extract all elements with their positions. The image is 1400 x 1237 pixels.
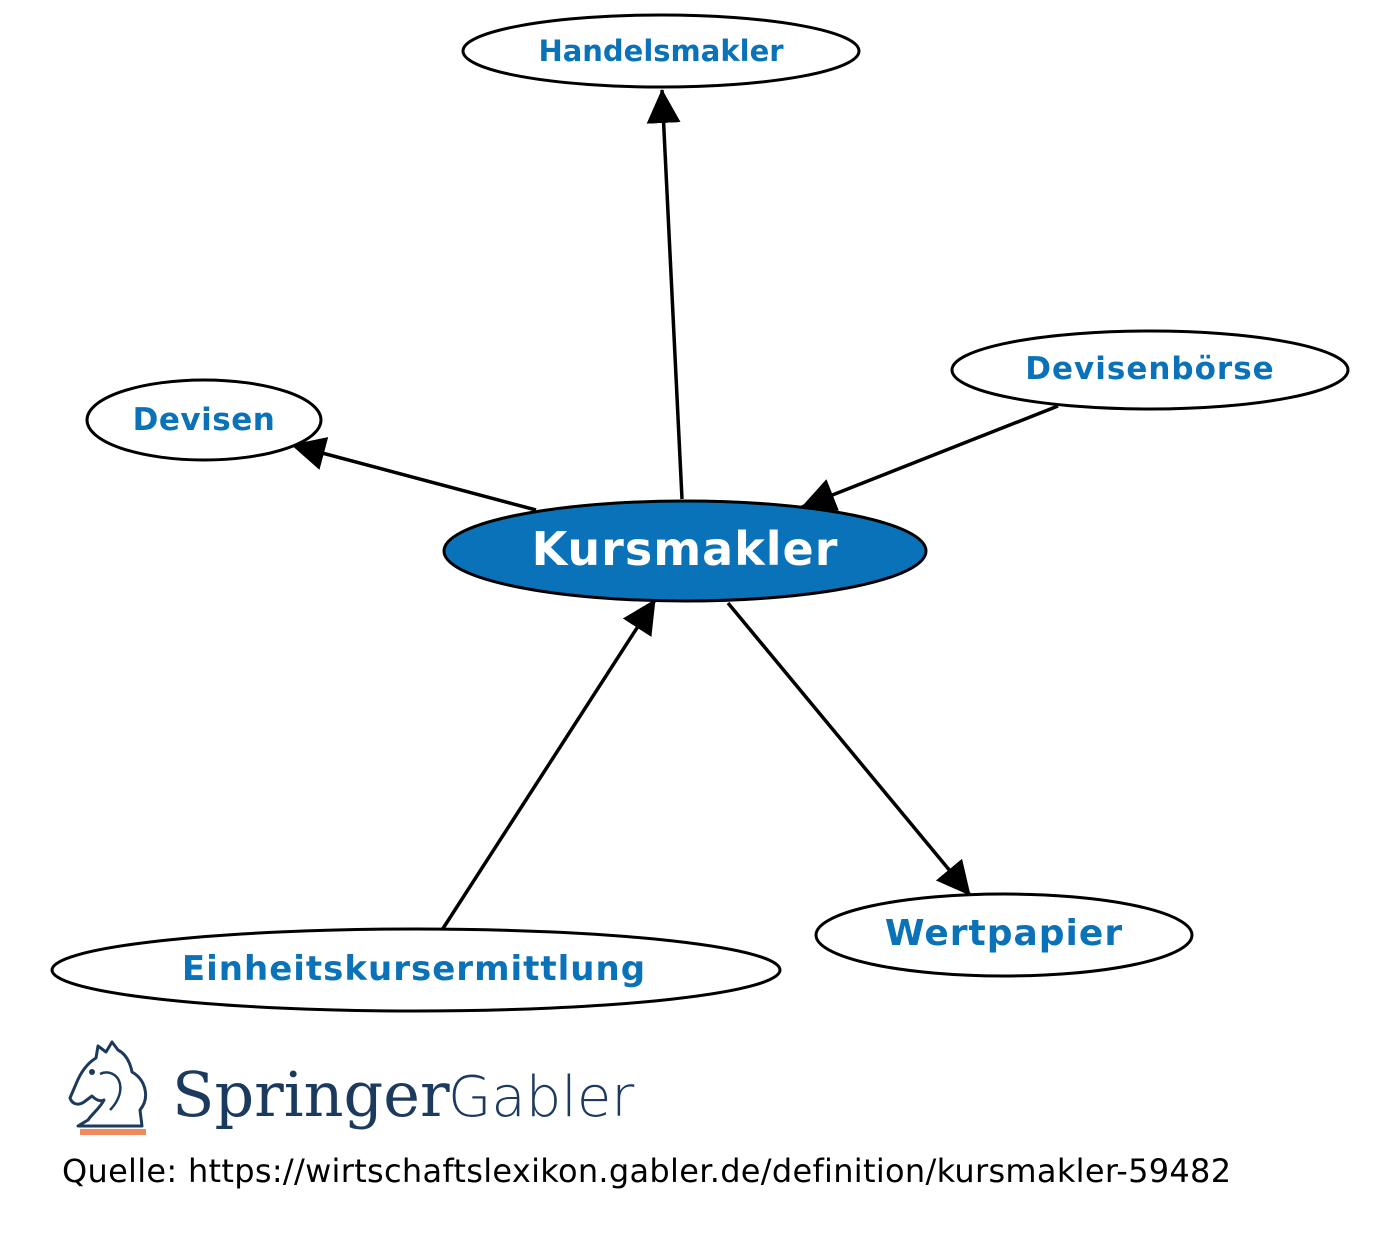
node-kursmakler-shape bbox=[442, 499, 928, 603]
source-citation: Quelle: https://wirtschaftslexikon.gable… bbox=[62, 1152, 1232, 1190]
node-einheitskursermittlung-label: Einheitskursermittlung bbox=[182, 949, 646, 989]
springer-knight-icon bbox=[68, 1040, 148, 1135]
edges bbox=[291, 89, 1059, 931]
node-devisen-label: Devisen bbox=[133, 402, 276, 438]
brand-gabler: Gabler bbox=[448, 1065, 634, 1130]
brand-springer: Springer bbox=[172, 1058, 450, 1131]
edge-kursmakler-wertpapier bbox=[726, 601, 972, 897]
edge-kursmakler-devisen bbox=[291, 437, 537, 512]
node-einheitskursermittlung[interactable]: Einheitskursermittlung bbox=[50, 927, 782, 1013]
node-wertpapier[interactable]: Wertpapier bbox=[814, 892, 1194, 978]
springer-gabler-logo: Springer Gabler bbox=[68, 1040, 634, 1135]
node-handelsmakler-shape bbox=[461, 13, 861, 89]
node-einheitskursermittlung-shape bbox=[50, 927, 782, 1013]
node-kursmakler-center[interactable]: Kursmakler bbox=[442, 499, 928, 603]
node-devisenboerse-label: Devisenbörse bbox=[1025, 351, 1274, 387]
node-devisenboerse-shape bbox=[950, 329, 1350, 411]
node-wertpapier-label: Wertpapier bbox=[885, 913, 1123, 954]
edge-kursmakler-handelsmakler bbox=[646, 89, 684, 500]
node-devisen-shape bbox=[85, 378, 323, 462]
node-handelsmakler-label: Handelsmakler bbox=[538, 34, 784, 68]
node-devisen[interactable]: Devisen bbox=[85, 378, 323, 462]
edge-devisenboerse-kursmakler bbox=[801, 404, 1059, 511]
node-wertpapier-shape bbox=[814, 892, 1194, 978]
node-kursmakler-label: Kursmakler bbox=[532, 522, 839, 576]
edge-einheitskursermittlung-kursmakler bbox=[440, 599, 657, 931]
node-devisenboerse[interactable]: Devisenbörse bbox=[950, 329, 1350, 411]
node-handelsmakler[interactable]: Handelsmakler bbox=[461, 13, 861, 89]
